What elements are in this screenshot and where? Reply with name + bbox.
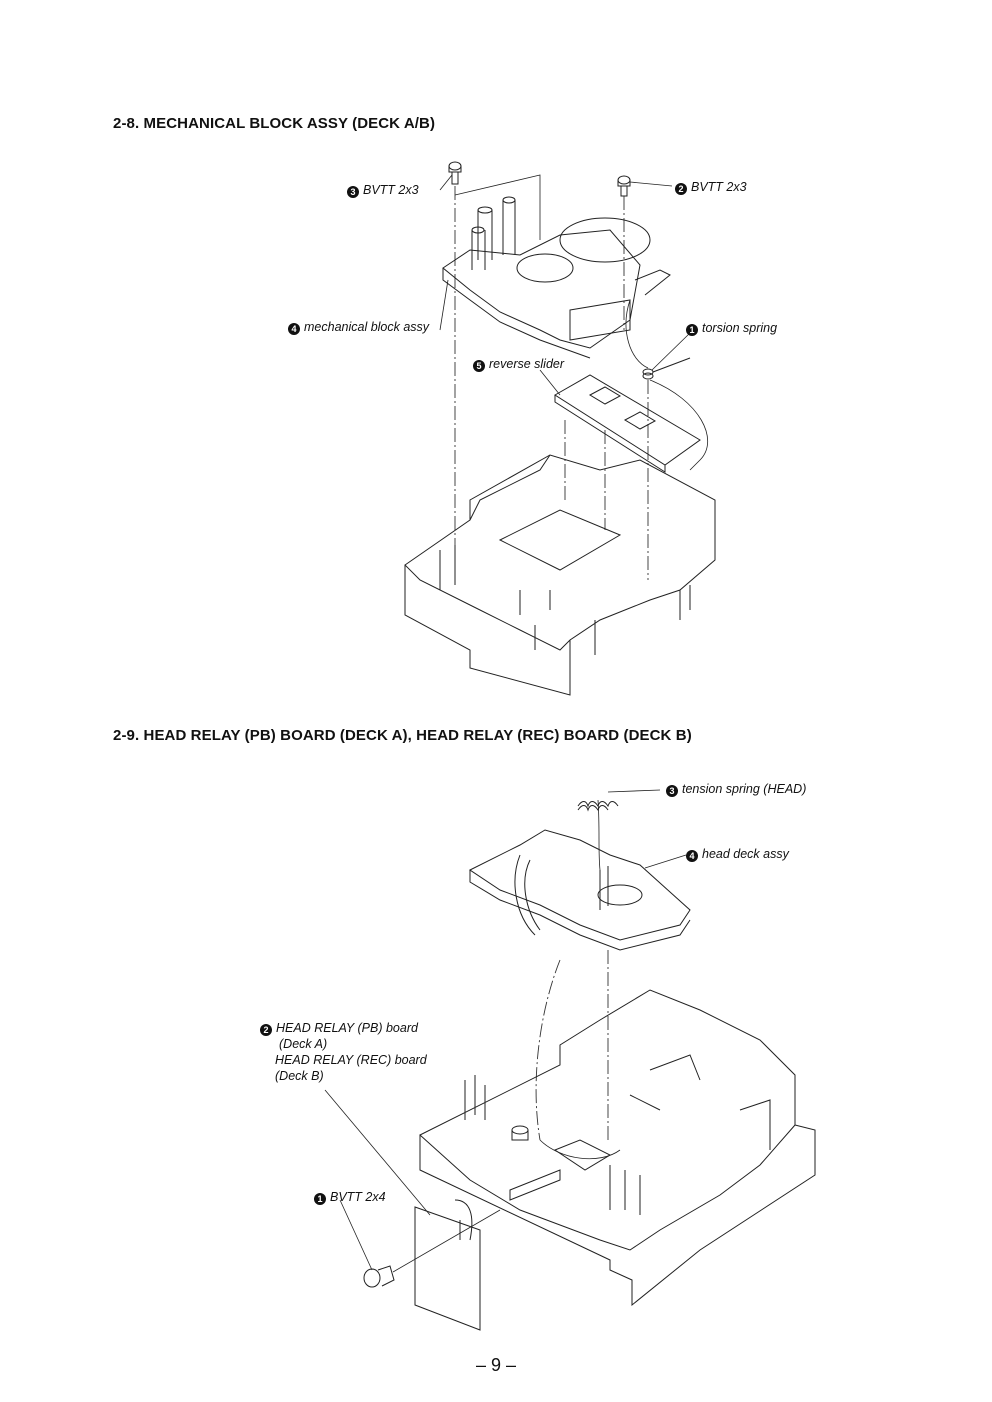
callout-head-deck-assy: 4 head deck assy (686, 846, 789, 862)
mechanical-block-assy-drawing (442, 174, 671, 359)
callout-tension-spring-head: 3 tension spring (HEAD) (666, 781, 806, 797)
callout-text: BVTT 2x3 (691, 180, 747, 194)
callout-number: 2 (260, 1024, 272, 1036)
callout-text: mechanical block assy (304, 320, 430, 334)
deck-chassis-drawing (404, 454, 716, 696)
leader-torsion-spring (651, 332, 691, 371)
callout-text: BVTT 2x4 (330, 1190, 386, 1204)
callout-torsion-spring: 1 torsion spring (686, 320, 777, 336)
section-heading-2-8: 2-8. MECHANICAL BLOCK ASSY (DECK A/B) (113, 115, 436, 132)
screw-bvtt-2x3-right (617, 175, 631, 197)
leader-mechanical-block (439, 279, 449, 331)
callout-bvtt-2x3-right: 2 BVTT 2x3 (675, 179, 747, 195)
callout-number: 1 (686, 324, 698, 336)
reverse-slider-drawing (554, 374, 701, 473)
page-number: – 9 – (475, 1355, 517, 1375)
callout-number: 3 (347, 186, 359, 198)
callout-number: 4 (686, 850, 698, 862)
callout-text: reverse slider (489, 357, 565, 371)
callout-text: torsion spring (702, 321, 778, 335)
callout-bvtt-2x3-left: 3 BVTT 2x3 (347, 182, 419, 198)
callout-number: 4 (288, 323, 300, 335)
leader-head-deck-assy (644, 854, 687, 869)
callout-text: BVTT 2x3 (363, 183, 419, 197)
section-heading-2-9: 2-9. HEAD RELAY (PB) BOARD (DECK A), HEA… (113, 727, 692, 744)
torsion-spring-drawing (625, 299, 709, 471)
callout-line: HEAD RELAY (REC) board (275, 1053, 427, 1067)
callout-reverse-slider: 5 reverse slider (473, 356, 564, 372)
head-relay-board-drawing (414, 1199, 481, 1331)
tension-spring-drawing (577, 789, 661, 812)
head-relay-diagram (324, 789, 816, 1331)
mechanical-block-diagram (404, 161, 716, 696)
callout-number: 1 (314, 1193, 326, 1205)
callout-text: head deck assy (702, 847, 789, 861)
leader-bvtt-2x4 (339, 1199, 373, 1271)
callout-line: (Deck B) (275, 1069, 324, 1083)
callout-number: 2 (675, 183, 687, 195)
callout-number: 3 (666, 785, 678, 797)
callout-number: 5 (473, 360, 485, 372)
leader-screw-2 (629, 181, 673, 187)
leader-head-relay-board (324, 1089, 431, 1216)
head-deck-assy-drawing (469, 799, 691, 951)
callout-mechanical-block-assy: 4 mechanical block assy (288, 319, 429, 335)
screw-bvtt-2x4 (363, 1209, 501, 1288)
screw-bvtt-2x3-left (448, 161, 462, 185)
leader-reverse-slider (539, 369, 561, 396)
leader-screw-3 (439, 174, 453, 191)
deck-b-chassis-drawing (419, 989, 816, 1307)
callout-line: (Deck A) (279, 1037, 328, 1051)
callout-text: tension spring (HEAD) (682, 782, 807, 796)
callout-bvtt-2x4: 1 BVTT 2x4 (314, 1189, 386, 1205)
